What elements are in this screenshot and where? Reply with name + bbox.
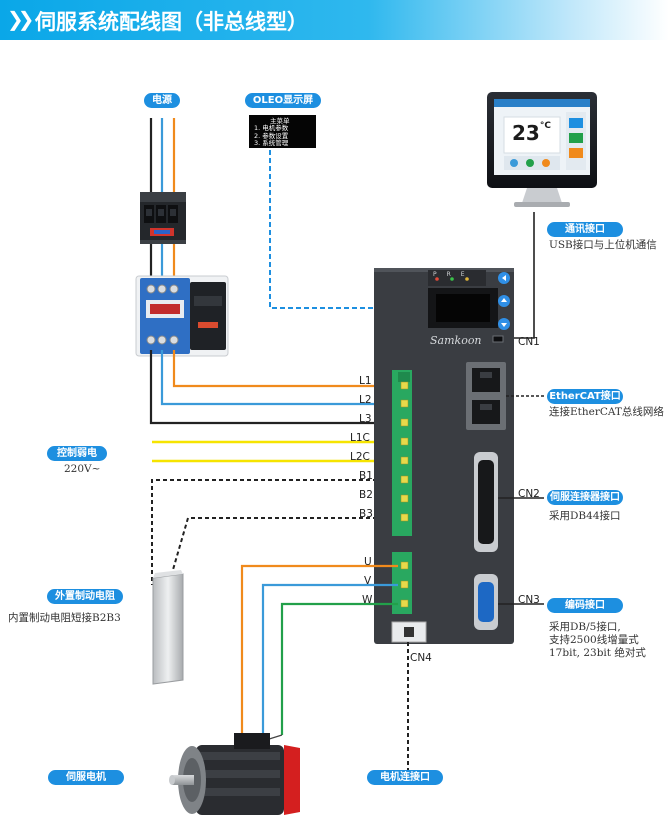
title-banner: ❯❯ 伺服系统配线图（非总线型） [0,0,669,40]
ethercat-note: 连接EtherCAT总线网络 [549,406,664,418]
cn2-port-label: CN2 [518,488,540,500]
brake-resistor-note: 内置制动电阻短接B2B3 [8,612,121,624]
monitor-temperature: 23°C [512,121,551,145]
servo-motor-label: 伺服电机 [48,770,124,785]
power-label: 电源 [144,93,180,108]
drive-brand: Samkoon [430,334,482,347]
cn1-port-label: CN1 [518,336,540,348]
servo-drive [374,268,514,644]
terminal-screws [400,381,409,608]
terminal-l2: L2 [359,394,372,406]
terminal-u: U [364,556,372,568]
oled-screen-text: 主菜单 1. 电机参数 2. 参数设置 3. 系统管理 [254,117,314,147]
usb-label: 通讯接口 [547,222,623,237]
control-power-note: 220V~ [64,463,101,475]
terminal-b2: B2 [359,489,373,501]
power-input-wires [149,118,176,278]
cn3-note-line: 采用DB/5接口, [549,621,621,633]
control-power-label: 控制弱电 [47,446,107,461]
control-power-wires [152,440,398,463]
brake-resistor-wires [151,479,398,585]
terminal-l1c: L1C [350,432,370,444]
terminal-b1: B1 [359,470,373,482]
terminal-v: V [364,575,372,587]
cn4-port-label: CN4 [410,652,432,664]
oled-line: 1. 电机参数 [254,124,289,133]
led-label: P [433,271,447,278]
cn2-note: 采用DB44接口 [549,510,621,522]
cn3-note-line: 17bit, 23bit 绝对式 [549,647,646,659]
oled-display [249,115,316,148]
cn3-label: 编码接口 [547,598,623,613]
oled-line: 3. 系统管理 [254,138,289,147]
motor-power-wires [240,564,398,741]
main-power-wires [149,350,398,425]
terminal-l3: L3 [359,413,372,425]
terminal-l2c: L2C [350,451,370,463]
oled-label: OLEO显示屏 [245,93,321,108]
cn2-label: 伺服连接器接口 [547,490,623,505]
usb-note: USB接口与上位机通信 [549,239,657,251]
contactor [135,275,229,357]
page-title: 伺服系统配线图（非总线型） [35,10,308,34]
terminal-w: W [362,594,373,606]
cn3-note-line: 支持2500线增量式 [549,634,639,646]
terminal-b3: B3 [359,508,373,520]
oled-line: 主菜单 [270,117,290,125]
pc-monitor [487,92,597,207]
port-leader-lines [498,395,544,605]
servo-motor [169,733,300,815]
motor-connector-label: 电机连接口 [367,770,443,785]
cn3-note: 采用DB/5接口, 支持2500线增量式 17bit, 23bit 绝对式 [549,621,646,660]
circuit-breaker [140,192,186,244]
oled-line: 2. 参数设置 [254,131,289,140]
ethercat-label: EtherCAT接口 [547,389,623,404]
brake-resistor [152,570,184,685]
led-label: E [460,271,475,278]
terminal-l1: L1 [359,375,372,387]
brake-resistor-label: 外置制动电阻 [47,589,123,604]
led-label: R [446,271,461,278]
led-labels: PRE [433,271,475,278]
cn3-port-label: CN3 [518,594,540,606]
